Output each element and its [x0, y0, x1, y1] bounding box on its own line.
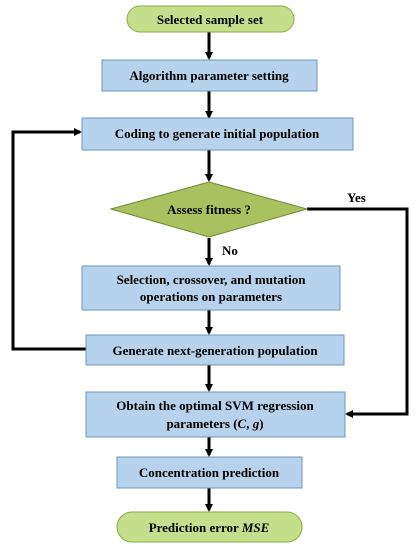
- optimal-parameters-box: [85, 391, 346, 438]
- concentration-label: Concentration prediction: [139, 465, 280, 480]
- coding-node: Coding to generate initial population: [81, 117, 354, 151]
- optimal-separator: ,: [246, 416, 253, 431]
- optimal-parameters-line2: parameters (C, g): [166, 416, 263, 431]
- start-node: Selected sample set: [126, 5, 295, 33]
- end-label: Prediction error MSE: [149, 520, 270, 535]
- start-terminal-shape: [126, 5, 295, 33]
- start-label: Selected sample set: [157, 12, 264, 27]
- end-label-prefix: Prediction error: [149, 520, 242, 535]
- optimal-prefix: parameters (: [166, 416, 237, 431]
- decision-label: Assess fitness ?: [167, 202, 251, 217]
- optimal-param-g: g: [252, 416, 260, 431]
- connectors: [11, 32, 409, 512]
- arrow-yes-branch: [307, 207, 409, 418]
- param-setting-label: Algorithm parameter setting: [129, 68, 289, 83]
- coding-label: Coding to generate initial population: [115, 126, 320, 141]
- optimal-suffix: ): [259, 416, 263, 431]
- optimal-parameters-node: Obtain the optimal SVM regression parame…: [85, 391, 346, 438]
- arrow-loop-back: [11, 128, 86, 351]
- concentration-node: Concentration prediction: [116, 456, 303, 489]
- coding-box: [81, 117, 354, 151]
- param-setting-node: Algorithm parameter setting: [101, 59, 318, 92]
- yes-label: Yes: [347, 190, 366, 205]
- optimal-param-c: C: [238, 416, 247, 431]
- next-generation-label: Generate next-generation population: [112, 343, 318, 358]
- operations-box: [81, 265, 341, 311]
- concentration-box: [116, 456, 303, 489]
- next-generation-box: [85, 334, 345, 366]
- param-setting-box: [101, 59, 318, 92]
- end-label-mse: MSE: [241, 520, 270, 535]
- operations-node: Selection, crossover, and mutation opera…: [81, 265, 341, 311]
- decision-node: Assess fitness ?: [109, 181, 309, 238]
- operations-label-line2: operations on parameters: [140, 289, 282, 304]
- end-node: Prediction error MSE: [116, 511, 303, 543]
- end-terminal-shape: [116, 511, 303, 543]
- no-label: No: [222, 243, 238, 258]
- operations-label-line1: Selection, crossover, and mutation: [117, 272, 307, 287]
- next-generation-node: Generate next-generation population: [85, 334, 345, 366]
- decision-diamond: [109, 181, 309, 238]
- optimal-parameters-line1: Obtain the optimal SVM regression: [116, 398, 314, 413]
